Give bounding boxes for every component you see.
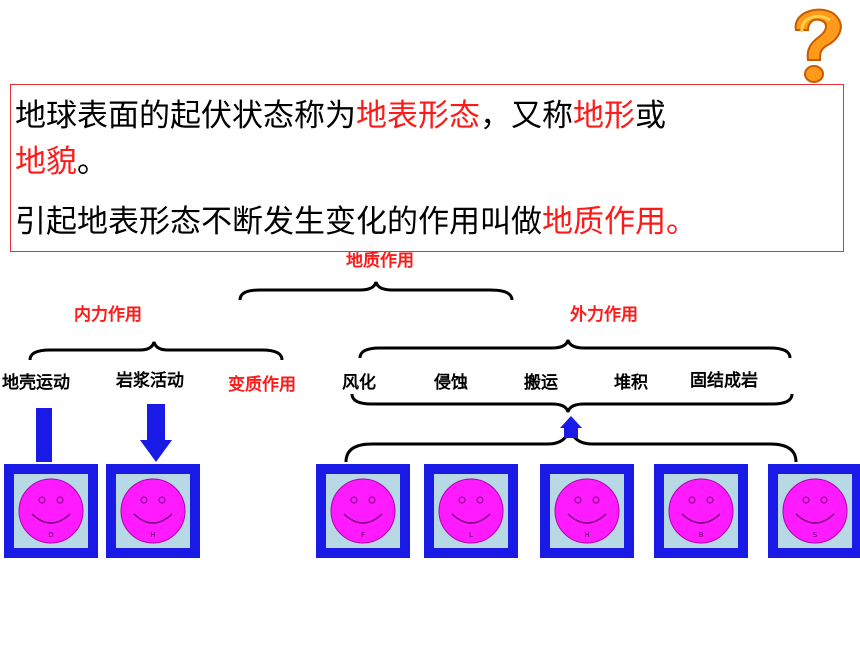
smiley-face-icon: H	[120, 478, 186, 544]
term-geologic-process: 地质作用。	[542, 204, 697, 240]
question-mark-icon	[782, 4, 852, 88]
face-letter: F	[361, 531, 365, 539]
term-landform: 地表形态	[356, 98, 480, 134]
smiley-face-card: F	[316, 464, 410, 558]
face-panel: L	[434, 474, 508, 548]
definition-line-2: 地貌。	[15, 139, 843, 185]
face-panel: D	[14, 474, 88, 548]
smiley-face-card: D	[4, 464, 98, 558]
arrow-down	[140, 404, 172, 462]
smiley-face-card: B	[654, 464, 748, 558]
face-panel: S	[778, 474, 852, 548]
internal-item: 岩浆活动	[116, 371, 184, 391]
arrow-up	[560, 416, 582, 438]
face-letter: D	[48, 531, 53, 539]
text-span: 或	[635, 98, 666, 134]
internal-item: 地壳运动	[2, 373, 70, 393]
external-item: 搬运	[524, 373, 558, 393]
face-letter: B	[699, 531, 704, 539]
smiley-face-card: H	[106, 464, 200, 558]
definition-line-3: 引起地表形态不断发生变化的作用叫做地质作用。	[15, 199, 843, 245]
face-panel: H	[116, 474, 190, 548]
external-label: 外力作用	[570, 305, 638, 325]
smiley-face-card: L	[424, 464, 518, 558]
internal-label: 内力作用	[74, 305, 142, 325]
external-item: 堆积	[614, 373, 648, 393]
text-span: 。	[77, 144, 108, 180]
term-landscape: 地貌	[15, 144, 77, 180]
text-span: ，又称	[480, 98, 573, 134]
smiley-face-icon: B	[668, 478, 734, 544]
external-brace-bottom	[350, 393, 794, 413]
external-item: 风化	[342, 373, 376, 393]
root-brace	[238, 281, 514, 301]
smiley-face-icon: F	[330, 478, 396, 544]
text-span: 引起地表形态不断发生变化的作用叫做	[15, 204, 542, 240]
smiley-face-icon: S	[782, 478, 848, 544]
internal-brace	[28, 341, 284, 361]
smiley-face-icon: H	[554, 478, 620, 544]
smiley-face-icon: D	[18, 478, 84, 544]
face-panel: B	[664, 474, 738, 548]
definition-box: 地球表面的起伏状态称为地表形态，又称地形或 地貌。 引起地表形态不断发生变化的作…	[10, 84, 844, 252]
face-letter: L	[469, 531, 473, 539]
face-letter: H	[584, 531, 589, 539]
term-terrain: 地形	[573, 98, 635, 134]
face-letter: S	[813, 531, 818, 539]
external-item: 侵蚀	[434, 373, 468, 393]
smiley-face-card: H	[540, 464, 634, 558]
external-item: 固结成岩	[690, 371, 758, 391]
root-label: 地质作用	[346, 251, 414, 271]
smiley-face-icon: L	[438, 478, 504, 544]
face-letter: H	[150, 531, 155, 539]
arrow-bar-left	[36, 408, 52, 462]
internal-item: 变质作用	[228, 375, 296, 395]
text-span: 地球表面的起伏状态称为	[15, 98, 356, 134]
definition-line-1: 地球表面的起伏状态称为地表形态，又称地形或	[15, 93, 843, 139]
face-panel: H	[550, 474, 624, 548]
face-panel: F	[326, 474, 400, 548]
smiley-face-card: S	[768, 464, 860, 558]
external-brace-top	[358, 339, 792, 359]
